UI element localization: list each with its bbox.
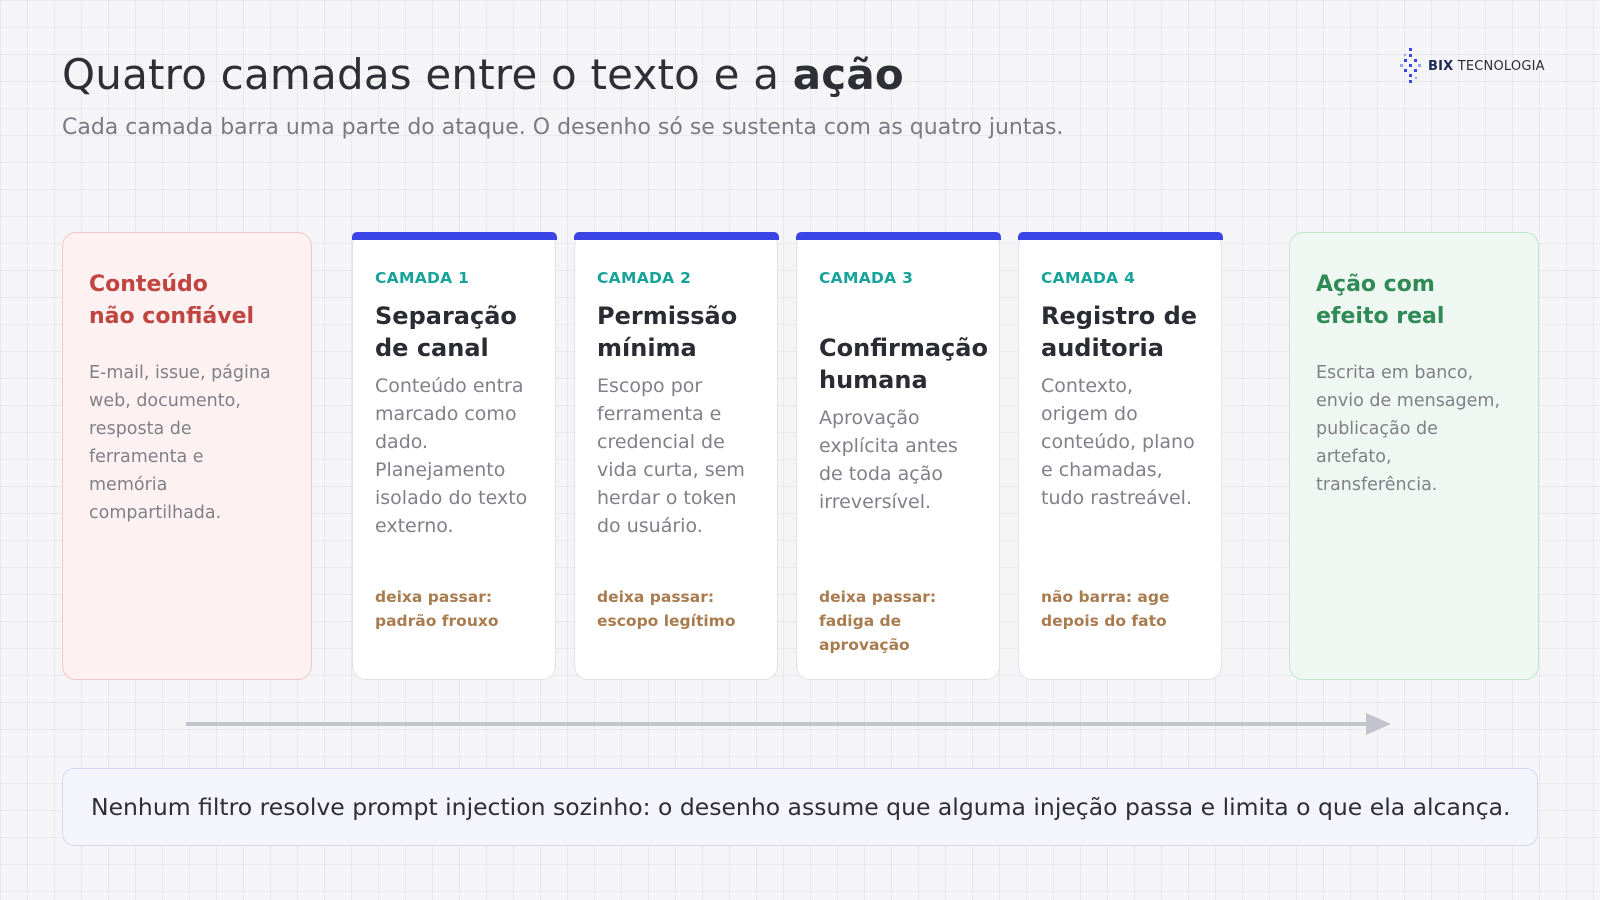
target-title: Ação com efeito real — [1316, 269, 1512, 333]
layer-label: CAMADA 2 — [597, 269, 692, 287]
layer-card-4: CAMADA 4 Registro de auditoria Contexto,… — [1017, 231, 1223, 680]
layer-body: Aprovação explícita antes de toda ação i… — [819, 407, 958, 513]
layer-card-3: CAMADA 3 Confirmação humana Aprovação ex… — [795, 231, 1001, 680]
layer-body: Contexto, origem do conteúdo, plano e ch… — [1041, 375, 1195, 509]
page-subtitle: Cada camada barra uma parte do ataque. O… — [62, 115, 1064, 140]
layer-label: CAMADA 3 — [819, 269, 914, 287]
source-title: Conteúdo não confiável — [89, 269, 285, 333]
layer-note: não barra: age depois do fato — [1041, 588, 1170, 630]
title-emphasis: ação — [792, 50, 904, 99]
source-card: Conteúdo não confiável E-mail, issue, pá… — [62, 232, 312, 680]
layer-body: Escopo por ferramenta e credencial de vi… — [597, 375, 745, 537]
title-prefix: Quatro camadas entre o texto e a — [62, 50, 793, 99]
layer-title: Permissão mínima — [597, 302, 738, 362]
layer-note: deixa passar: fadiga de aprovação — [819, 588, 937, 654]
bix-logo-icon — [1400, 48, 1421, 83]
layer-body: Conteúdo entra marcado como dado. Planej… — [375, 375, 528, 537]
layer-label: CAMADA 4 — [1041, 269, 1136, 287]
target-title-line1: Ação com — [1316, 272, 1435, 297]
conclusion-callout: Nenhum filtro resolve prompt injection s… — [62, 768, 1538, 846]
page-title: Quatro camadas entre o texto e a ação — [62, 50, 904, 99]
layer-title: Confirmação humana — [819, 334, 988, 394]
source-title-line1: Conteúdo — [89, 272, 208, 297]
source-title-line2: não confiável — [89, 304, 255, 329]
layer-label: CAMADA 1 — [375, 269, 470, 287]
flow-arrow-icon — [186, 713, 1391, 735]
layer-card-1: CAMADA 1 Separação de canal Conteúdo ent… — [351, 231, 557, 680]
callout-text: Nenhum filtro resolve prompt injection s… — [91, 793, 1511, 821]
source-body: E-mail, issue, página web, documento, re… — [89, 363, 271, 523]
layer-note: deixa passar: padrão frouxo — [375, 588, 499, 630]
logo-text: BIX TECNOLOGIA — [1428, 59, 1545, 74]
brand-logo: BIX TECNOLOGIA — [1400, 46, 1545, 86]
layer-title: Registro de auditoria — [1041, 302, 1198, 362]
target-title-line2: efeito real — [1316, 304, 1445, 329]
target-body: Escrita em banco, envio de mensagem, pub… — [1316, 363, 1501, 495]
logo-suffix: TECNOLOGIA — [1457, 58, 1545, 74]
logo-brand: BIX — [1428, 58, 1454, 74]
layer-card-2: CAMADA 2 Permissão mínima Escopo por fer… — [573, 231, 779, 680]
layer-note: deixa passar: escopo legítimo — [597, 588, 736, 630]
layer-title: Separação de canal — [375, 302, 517, 362]
target-card: Ação com efeito real Escrita em banco, e… — [1289, 232, 1539, 680]
